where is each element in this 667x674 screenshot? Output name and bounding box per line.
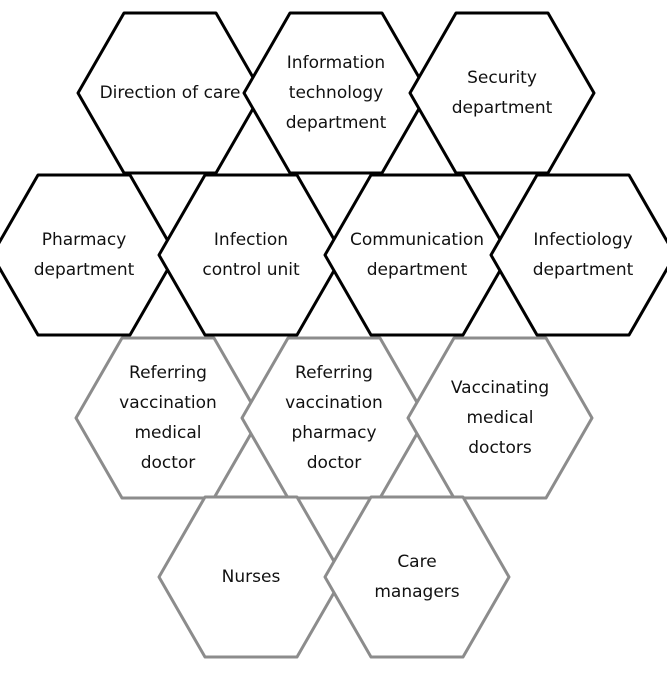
hex-label-line: Infectiology xyxy=(533,230,632,250)
hex-label-line: medical xyxy=(134,423,201,443)
hex-shape xyxy=(489,173,667,337)
hex-label-line: medical xyxy=(466,408,533,428)
hex-communication-department: Communication department xyxy=(323,173,511,337)
hex-security-department: Security department xyxy=(408,11,596,175)
hex-label-line: Security xyxy=(467,68,537,88)
hex-label-line: managers xyxy=(374,582,459,602)
hex-direction-of-care: Direction of care xyxy=(76,11,264,175)
hex-label-line: department xyxy=(533,260,634,280)
hex-label-line: Infection xyxy=(214,230,288,250)
hex-shape xyxy=(240,336,428,500)
hex-label-line: Communication xyxy=(350,230,484,250)
hex-label-line: doctor xyxy=(307,453,362,473)
hex-label-line: doctor xyxy=(141,453,196,473)
hex-care-managers: Care managers xyxy=(323,495,511,659)
hex-label-line: Information xyxy=(287,53,385,73)
hex-label-line: Referring xyxy=(129,363,207,383)
hex-label-line: Nurses xyxy=(222,567,281,587)
hex-label-line: Pharmacy xyxy=(42,230,127,250)
hex-label-line: department xyxy=(367,260,468,280)
hex-infection-control-unit: Infection control unit xyxy=(157,173,345,337)
hex-referring-vaccination-medical-doctor: Referring vaccination medical doctor xyxy=(74,336,262,500)
hex-label-line: pharmacy xyxy=(291,423,376,443)
hex-infectiology-department: Infectiology department xyxy=(489,173,667,337)
hex-label-line: vaccination xyxy=(285,393,383,413)
hex-label-line: department xyxy=(286,113,387,133)
hex-shape xyxy=(157,173,345,337)
hex-label-line: Direction of care xyxy=(100,83,241,103)
hex-shape xyxy=(74,336,262,500)
hex-label-line: Referring xyxy=(295,363,373,383)
hex-information-technology-department: Information technology department xyxy=(242,11,430,175)
hex-label-line: doctors xyxy=(468,438,532,458)
hex-pharmacy-department: Pharmacy department xyxy=(0,173,178,337)
hex-vaccinating-medical-doctors: Vaccinating medical doctors xyxy=(406,336,594,500)
hex-shape xyxy=(323,173,511,337)
hexagon-layer: Direction of care Information technology de… xyxy=(0,11,667,659)
hex-label-line: department xyxy=(34,260,135,280)
hex-label-line: control unit xyxy=(202,260,300,280)
hex-label-line: Vaccinating xyxy=(451,378,549,398)
hex-label-line: vaccination xyxy=(119,393,217,413)
hex-shape xyxy=(0,173,178,337)
hex-shape xyxy=(323,495,511,659)
hex-label-line: department xyxy=(452,98,553,118)
hex-label-line: Care xyxy=(397,552,436,572)
hex-shape xyxy=(408,11,596,175)
hex-label-line: technology xyxy=(289,83,383,103)
hex-nurses: Nurses xyxy=(157,495,345,659)
hex-referring-vaccination-pharmacy-doctor: Referring vaccination pharmacy doctor xyxy=(240,336,428,500)
